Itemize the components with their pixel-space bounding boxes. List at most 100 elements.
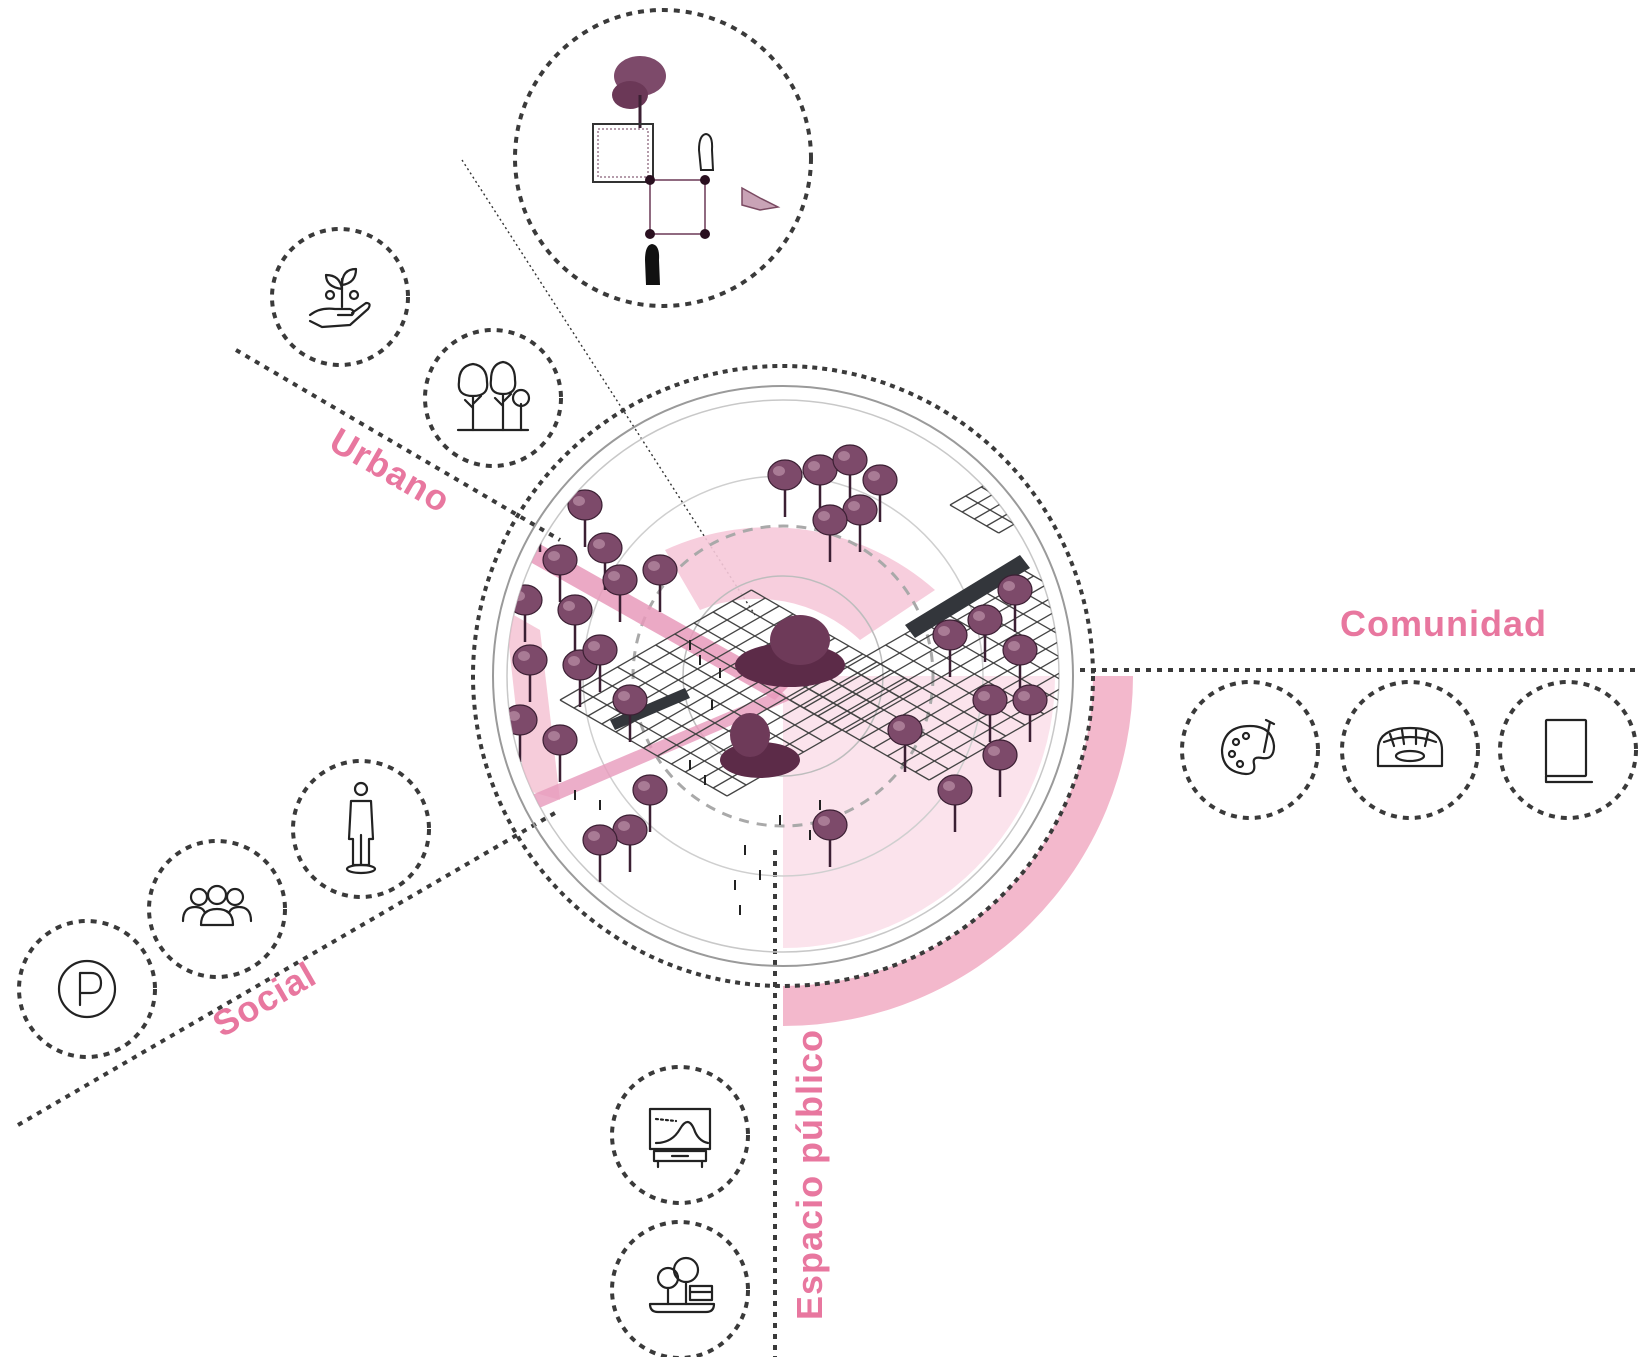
plan-tree bbox=[932, 619, 968, 677]
group-icon bbox=[181, 884, 253, 927]
tree-highlight bbox=[608, 571, 620, 581]
plan-inner-ring bbox=[506, 399, 1060, 953]
tree-crown bbox=[932, 619, 968, 651]
social-icon-group bbox=[17, 759, 431, 1059]
comunidad-icon-group bbox=[1180, 680, 1638, 820]
plan-tree bbox=[812, 809, 848, 867]
pink-top-arc bbox=[665, 527, 935, 640]
plan-content bbox=[507, 444, 1059, 915]
tree-highlight bbox=[818, 511, 830, 521]
tree-highlight bbox=[518, 651, 530, 661]
person-icon bbox=[345, 781, 377, 875]
plan-core-ring bbox=[682, 575, 884, 777]
tree-crown bbox=[887, 714, 923, 746]
grid-line bbox=[573, 597, 766, 709]
tree-crown bbox=[612, 684, 648, 716]
plan-tree bbox=[632, 774, 668, 832]
tree-crown bbox=[832, 444, 868, 476]
grid-line bbox=[928, 647, 1059, 781]
tree-crown bbox=[937, 774, 973, 806]
tree-highlight bbox=[618, 691, 630, 701]
grid-line bbox=[803, 575, 1034, 709]
plan-tree bbox=[612, 814, 648, 872]
social-circle-3 bbox=[17, 919, 157, 1059]
plan-tree bbox=[812, 504, 848, 562]
tree-crown bbox=[812, 504, 848, 536]
grid-line bbox=[831, 591, 1059, 725]
tree-crown bbox=[982, 739, 1018, 771]
grid-line bbox=[684, 661, 878, 773]
tree-highlight bbox=[868, 471, 880, 481]
espacio-circle-1 bbox=[610, 1065, 750, 1205]
tree-highlight bbox=[808, 461, 820, 471]
plant-in-hand-icon bbox=[308, 267, 371, 329]
central-tree-cluster bbox=[720, 615, 845, 778]
detail-circle bbox=[513, 8, 813, 308]
label-espacio-publico: Espacio público bbox=[789, 1029, 830, 1320]
pink-left-band bbox=[507, 610, 560, 800]
tree-crown bbox=[842, 494, 878, 526]
grid-line bbox=[986, 489, 1050, 527]
plan-tree bbox=[862, 464, 898, 522]
tree-highlight bbox=[638, 781, 650, 791]
tree-highlight bbox=[528, 501, 540, 511]
plaza-grid-top-right bbox=[949, 468, 1059, 534]
tree-crown bbox=[507, 704, 538, 736]
plan-people bbox=[574, 640, 821, 915]
social-circle-1 bbox=[291, 759, 431, 899]
tree-crown bbox=[812, 809, 848, 841]
plan-tree bbox=[582, 824, 618, 882]
tree-highlight bbox=[943, 781, 955, 791]
detail-circle-outline bbox=[513, 8, 813, 308]
espacio-publico-icon-group bbox=[610, 1065, 750, 1357]
tree-highlight bbox=[508, 711, 520, 721]
tree-crown bbox=[1002, 634, 1038, 666]
tree-crown bbox=[582, 634, 618, 666]
plan-tree bbox=[567, 489, 603, 547]
park-bench-icon bbox=[648, 1256, 716, 1314]
pink-lower-path bbox=[520, 690, 790, 812]
plan-tree bbox=[842, 494, 878, 552]
tree-crown bbox=[972, 684, 1008, 716]
tree-crown bbox=[602, 564, 638, 596]
plan-tree bbox=[887, 714, 923, 772]
plan-tree bbox=[602, 564, 638, 622]
tree-highlight bbox=[1018, 691, 1030, 701]
urbano-axis bbox=[234, 348, 562, 542]
tree-crown bbox=[802, 454, 838, 486]
tree-crown bbox=[967, 604, 1003, 636]
central-plan bbox=[471, 364, 1095, 988]
tree-crown bbox=[542, 544, 578, 576]
plan-tree bbox=[1002, 634, 1038, 692]
tree-crown bbox=[582, 824, 618, 856]
tree-crown bbox=[507, 584, 543, 616]
plan-tree bbox=[832, 444, 868, 502]
plan-tree bbox=[802, 454, 838, 512]
book-icon bbox=[1544, 718, 1594, 784]
tree-highlight bbox=[838, 451, 850, 461]
comunidad-circle-1 bbox=[1180, 680, 1320, 820]
accent-arcs bbox=[665, 527, 1133, 1026]
grid-line bbox=[998, 496, 1059, 534]
plan-tree bbox=[937, 774, 973, 832]
plan-tree bbox=[542, 544, 578, 602]
tree-highlight bbox=[1003, 581, 1015, 591]
urbano-circle-1 bbox=[270, 227, 410, 367]
tree-crown bbox=[612, 814, 648, 846]
grid-line bbox=[817, 583, 1048, 717]
label-comunidad: Comunidad bbox=[1340, 603, 1547, 644]
plan-tree bbox=[512, 644, 548, 702]
plan-tree bbox=[642, 554, 678, 612]
tree-crown bbox=[642, 554, 678, 586]
tree-highlight bbox=[1008, 641, 1020, 651]
tree-highlight bbox=[563, 601, 575, 611]
grid-line bbox=[845, 599, 1059, 733]
plan-tree bbox=[997, 574, 1033, 632]
plan-tree bbox=[1012, 684, 1048, 742]
plan-tree bbox=[982, 739, 1018, 797]
tree-highlight bbox=[988, 746, 1000, 756]
tree-crown bbox=[557, 594, 593, 626]
trees-icon bbox=[456, 360, 531, 432]
tree-highlight bbox=[938, 626, 950, 636]
tree-highlight bbox=[848, 501, 860, 511]
